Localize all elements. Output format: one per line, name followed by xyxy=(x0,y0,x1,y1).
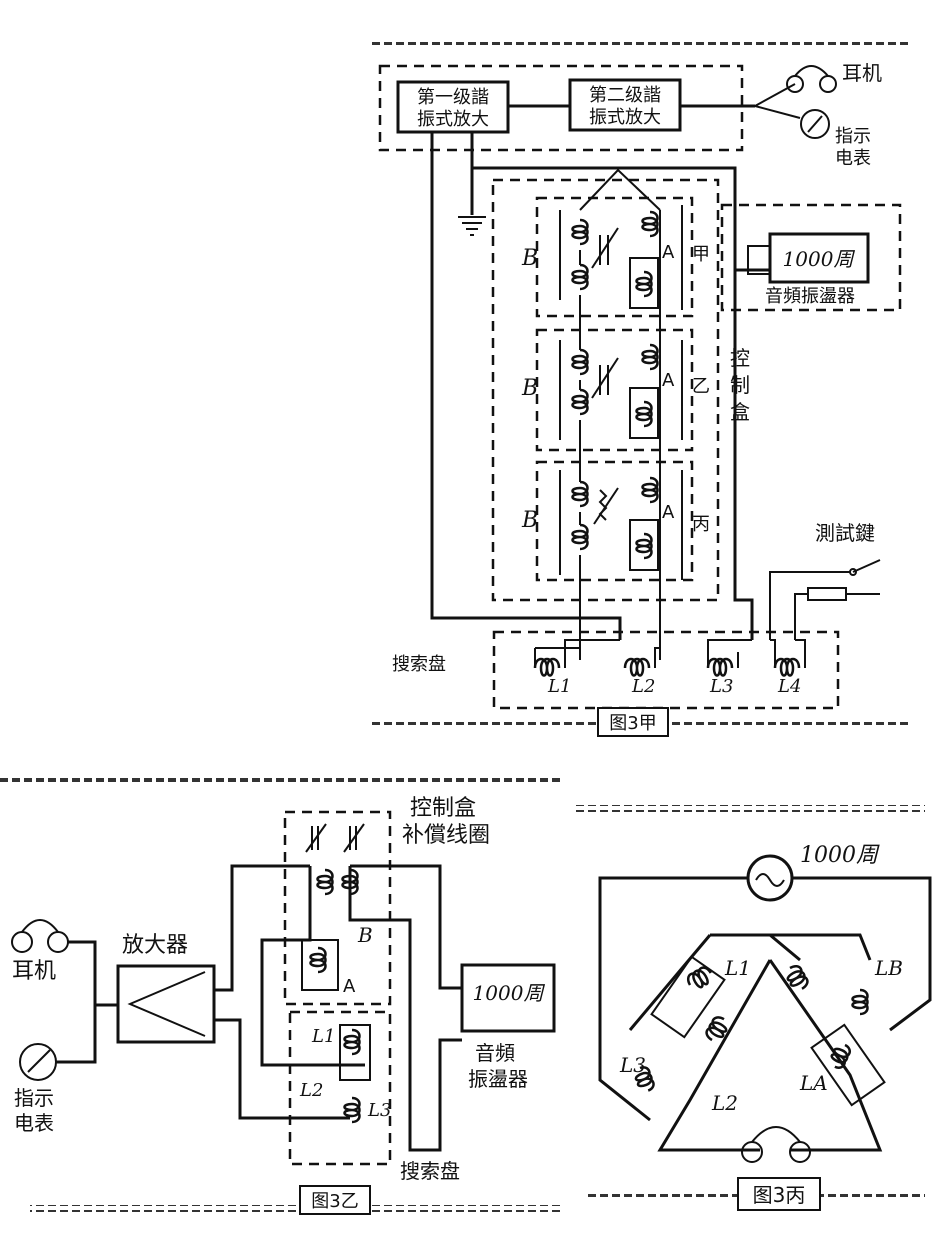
caption-a: 图3甲 xyxy=(609,713,656,734)
amplifier-label: 放大器 xyxy=(122,933,188,958)
meter-label-line2: 电表 xyxy=(835,148,871,169)
l2-label-a: L2 xyxy=(631,676,655,697)
amp2-label-line2: 振式放大 xyxy=(589,107,661,128)
osc-name-label: 音頻振盪器 xyxy=(765,286,855,307)
search-disk-box-b xyxy=(288,1010,392,1166)
amp2-label-line1: 第二级諧 xyxy=(589,85,661,106)
search-disk-box xyxy=(492,630,840,710)
amp1-label-line1: 第一级諧 xyxy=(417,87,489,108)
l2-label-c: L2 xyxy=(711,1091,738,1115)
amp1-label-line2: 振式放大 xyxy=(417,109,489,130)
meter-icon xyxy=(800,109,830,139)
oscillator-b xyxy=(460,963,556,1033)
amplifier-dashed-box xyxy=(378,64,744,152)
lb-label-c: LB xyxy=(874,956,903,980)
osc-label-b-line2: 振盪器 xyxy=(468,1067,528,1091)
la-label-c: LA xyxy=(799,1071,828,1095)
osc-freq-label: 1000周 xyxy=(783,247,856,271)
header-strip-b xyxy=(0,775,560,782)
earphone-icon-b xyxy=(11,919,69,953)
search-disk-label: 搜索盘 xyxy=(392,654,446,675)
earphone-icon xyxy=(786,65,837,93)
control-box-label-b: 控制盒 xyxy=(410,796,476,821)
meter-label-b-line2: 电表 xyxy=(14,1111,54,1135)
osc-freq-label-b: 1000周 xyxy=(473,981,546,1005)
header-strip xyxy=(372,38,912,45)
coil-b-label-3: B xyxy=(521,508,538,533)
footer-strip-b xyxy=(30,1205,560,1212)
coil-b-label-2: B xyxy=(521,376,538,401)
l4-label-a: L4 xyxy=(777,676,801,697)
meter-label-line1: 指示 xyxy=(835,126,871,147)
meter-label-b-line1: 指示 xyxy=(14,1086,54,1110)
comp-coil-label-b: 补償线圈 xyxy=(402,823,490,848)
caption-box-b xyxy=(299,1185,371,1215)
coil-a-label-1: A xyxy=(662,242,675,263)
stage-yi-box xyxy=(535,328,694,452)
caption-box-c xyxy=(737,1177,821,1211)
variable-capacitor-icon xyxy=(591,227,619,525)
control-box-label-1: 控 xyxy=(730,346,750,370)
oscillator-dashed-box xyxy=(720,203,902,312)
figure-b: 耳机 指示 电表 放大器 控制盒 补償线圈 xyxy=(0,775,560,1215)
l3-label-a: L3 xyxy=(709,676,733,697)
control-box-label-2: 制 xyxy=(730,373,750,397)
l1-label-a: L1 xyxy=(547,676,571,697)
stage-jia-box xyxy=(535,196,694,318)
osc-label-b-line1: 音頻 xyxy=(475,1041,515,1065)
l2-label-b: L2 xyxy=(299,1080,323,1101)
test-key-label: 測試鍵 xyxy=(815,521,875,545)
l1-label-b: L1 xyxy=(311,1026,335,1047)
ground-icon xyxy=(458,216,486,236)
l1-label-c: L1 xyxy=(724,956,751,980)
figure-a: 第一级諧 振式放大 第二级諧 振式放大 耳机 指示 电表 xyxy=(372,38,912,737)
control-box-label-3: 盒 xyxy=(730,400,750,424)
oscillator-1000hz xyxy=(768,232,870,284)
coil-b-label-1: B xyxy=(521,246,538,271)
amplifier-box xyxy=(116,964,216,1044)
capacitor-icons-b xyxy=(305,823,365,853)
ac-source-icon xyxy=(746,854,794,902)
search-disk-label-b: 搜索盘 xyxy=(400,1159,460,1183)
test-key-icon xyxy=(769,559,881,640)
meter-icon-b xyxy=(19,1043,57,1081)
earphone-icon-c xyxy=(741,1126,811,1163)
coil-a-label-3: A xyxy=(662,502,675,523)
caption-box-a xyxy=(597,707,669,737)
osc-freq-label-c: 1000周 xyxy=(800,843,880,868)
coil-b-label-b: B xyxy=(357,923,373,947)
earphone-label: 耳机 xyxy=(842,61,882,85)
caption-b: 图3乙 xyxy=(311,1191,358,1212)
stage-jia-label: 甲 xyxy=(692,244,710,265)
header-strip-c xyxy=(575,805,925,812)
coil-a-label-2: A xyxy=(662,370,675,391)
stage-yi-label: 乙 xyxy=(692,376,710,397)
stage-bing-label: 丙 xyxy=(692,514,710,535)
l3-label-b: L3 xyxy=(367,1100,391,1121)
coil-a-label-b: A xyxy=(343,976,356,997)
l3-label-c: L3 xyxy=(619,1053,646,1077)
control-box xyxy=(491,178,720,602)
stage-bing-box xyxy=(535,460,694,582)
earphone-label-b: 耳机 xyxy=(12,959,56,984)
control-box-b xyxy=(283,810,392,1006)
caption-c: 图3丙 xyxy=(753,1183,806,1207)
figure-c: 1000周 L1 LB L3 LA L2 图3丙 xyxy=(575,805,932,1211)
